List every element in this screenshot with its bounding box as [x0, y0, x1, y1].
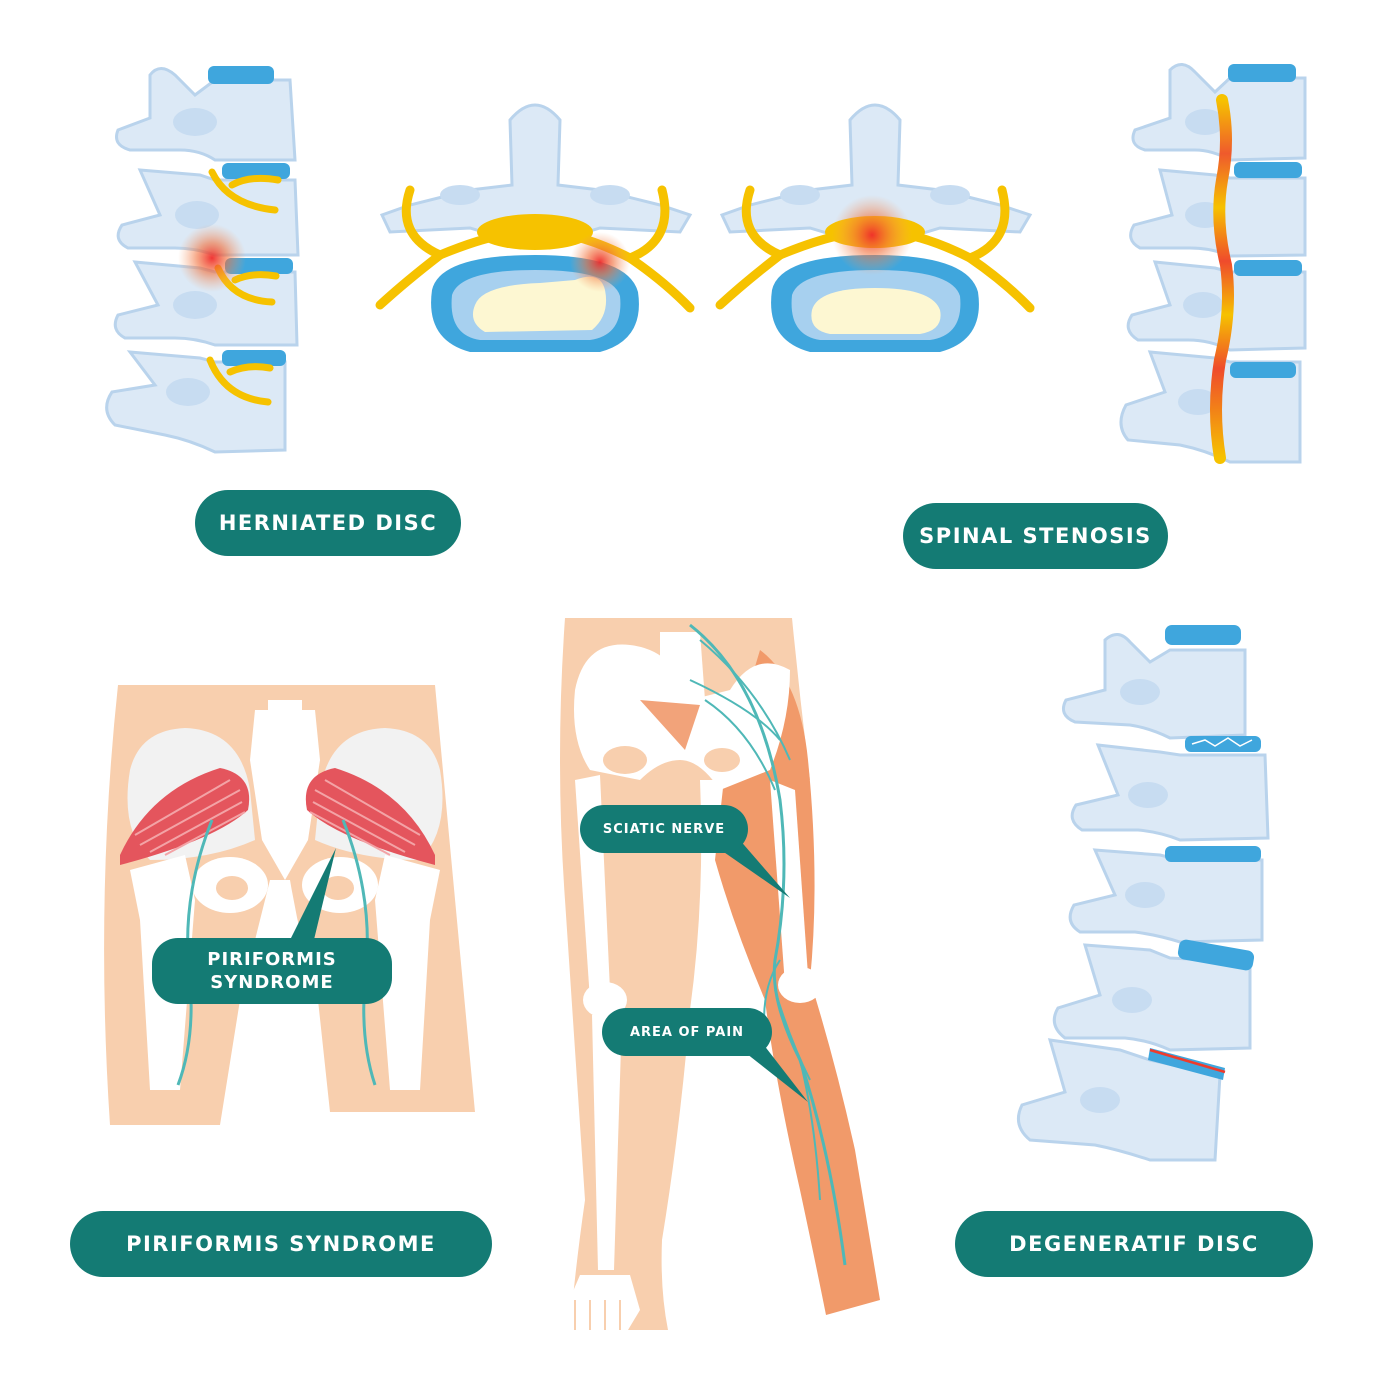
inflammation-spot — [178, 224, 246, 292]
piriformis-callout: PIRIFORMIS SYNDROME — [152, 938, 392, 1004]
sciatic-nerve-branch — [689, 639, 821, 1201]
vertebra — [113, 260, 299, 347]
vertebra — [1062, 633, 1247, 740]
disc — [208, 66, 274, 84]
disc — [222, 163, 290, 179]
degenerative-disc-spine — [1016, 625, 1270, 1162]
disc — [222, 350, 286, 366]
disc — [1230, 362, 1296, 378]
disc — [1228, 64, 1296, 82]
disc — [1165, 846, 1261, 862]
callout-pointer — [290, 848, 336, 948]
vertebra — [115, 67, 297, 162]
sacrum — [250, 710, 320, 880]
disc — [1177, 939, 1255, 971]
herniated-disc-label: HERNIATED DISC — [195, 490, 461, 556]
nerve — [208, 168, 282, 214]
nucleus-herniated — [472, 276, 607, 332]
femur — [770, 780, 808, 985]
vertebra — [105, 350, 287, 454]
degeneratif-disc-label: DEGENERATIF DISC — [955, 1211, 1313, 1277]
vertebra — [1126, 260, 1307, 352]
sciatic-nerve-callout: SCIATIC NERVE — [580, 805, 748, 853]
nerve — [206, 356, 274, 406]
disc — [1234, 260, 1302, 276]
nerve-root — [375, 250, 695, 313]
piriformis-muscle — [120, 768, 250, 865]
vertebra — [1070, 743, 1270, 842]
callout-pointer — [742, 1040, 808, 1102]
nerve-root — [715, 250, 1035, 313]
vertebra-cross-section-stenosis — [715, 103, 1035, 352]
skin-outline — [560, 618, 810, 1330]
sciatic-leg — [560, 618, 880, 1330]
nucleus — [811, 288, 941, 334]
area-of-pain-callout: AREA OF PAIN — [602, 1008, 772, 1056]
vertebra — [1068, 848, 1264, 944]
inflammation-spot — [570, 232, 630, 292]
spinal-stenosis-label: SPINAL STENOSIS — [903, 503, 1168, 569]
foot-bones — [565, 1275, 640, 1330]
femur — [375, 855, 440, 1090]
piriformis-muscle — [305, 768, 435, 865]
disc — [1165, 625, 1241, 645]
piriformis-syndrome-label: PIRIFORMIS SYNDROME — [70, 1211, 492, 1277]
spinal-stenosis-spine — [1119, 63, 1307, 464]
piriformis-pelvis — [104, 685, 475, 1125]
herniated-disc-spine — [105, 66, 300, 454]
vertebra-cross-section-herniated — [375, 103, 695, 352]
disc-cracked — [1185, 736, 1261, 752]
vertebra — [1052, 943, 1252, 1052]
disc — [1234, 162, 1302, 178]
inflammation-spot — [832, 195, 912, 275]
tibia — [592, 1015, 622, 1270]
spinal-cord-compressed — [1210, 94, 1234, 464]
vertebra — [1016, 1038, 1222, 1162]
spinal-cord — [477, 214, 593, 250]
callout-pointer — [718, 838, 790, 898]
